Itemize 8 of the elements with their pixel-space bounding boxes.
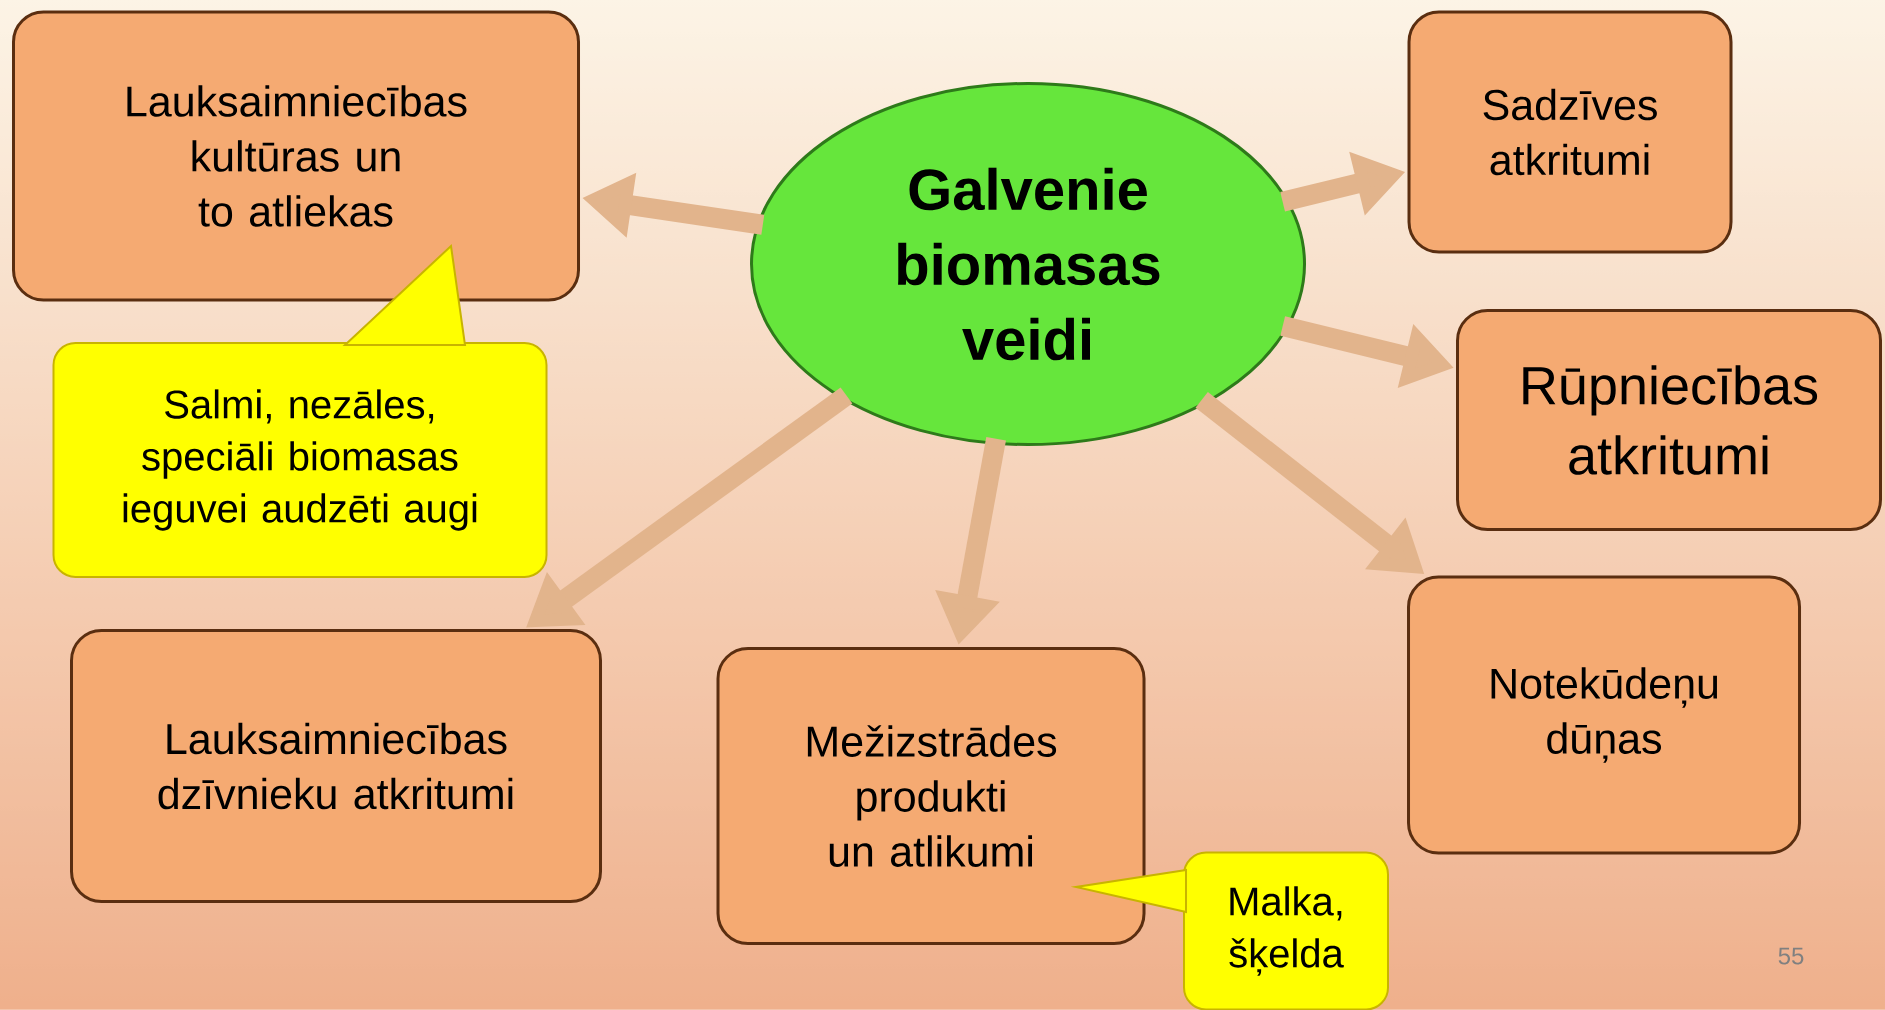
rounded-box: Lauksaimniecības dzīvnieku atkritumi — [70, 629, 602, 903]
callout-box: Malka, šķelda — [1183, 851, 1389, 1010]
rounded-box: Rūpniecības atkritumi — [1456, 309, 1882, 531]
rounded-box: Notekūdeņu dūņas — [1407, 575, 1801, 855]
rounded-box: Lauksaimniecības kultūras un to atliekas — [12, 10, 580, 302]
page-number: 55 — [1778, 947, 1804, 965]
rounded-box: Sadzīves atkritumi — [1407, 10, 1733, 254]
rounded-box: Mežizstrādes produkti un atlikumi — [716, 647, 1146, 945]
